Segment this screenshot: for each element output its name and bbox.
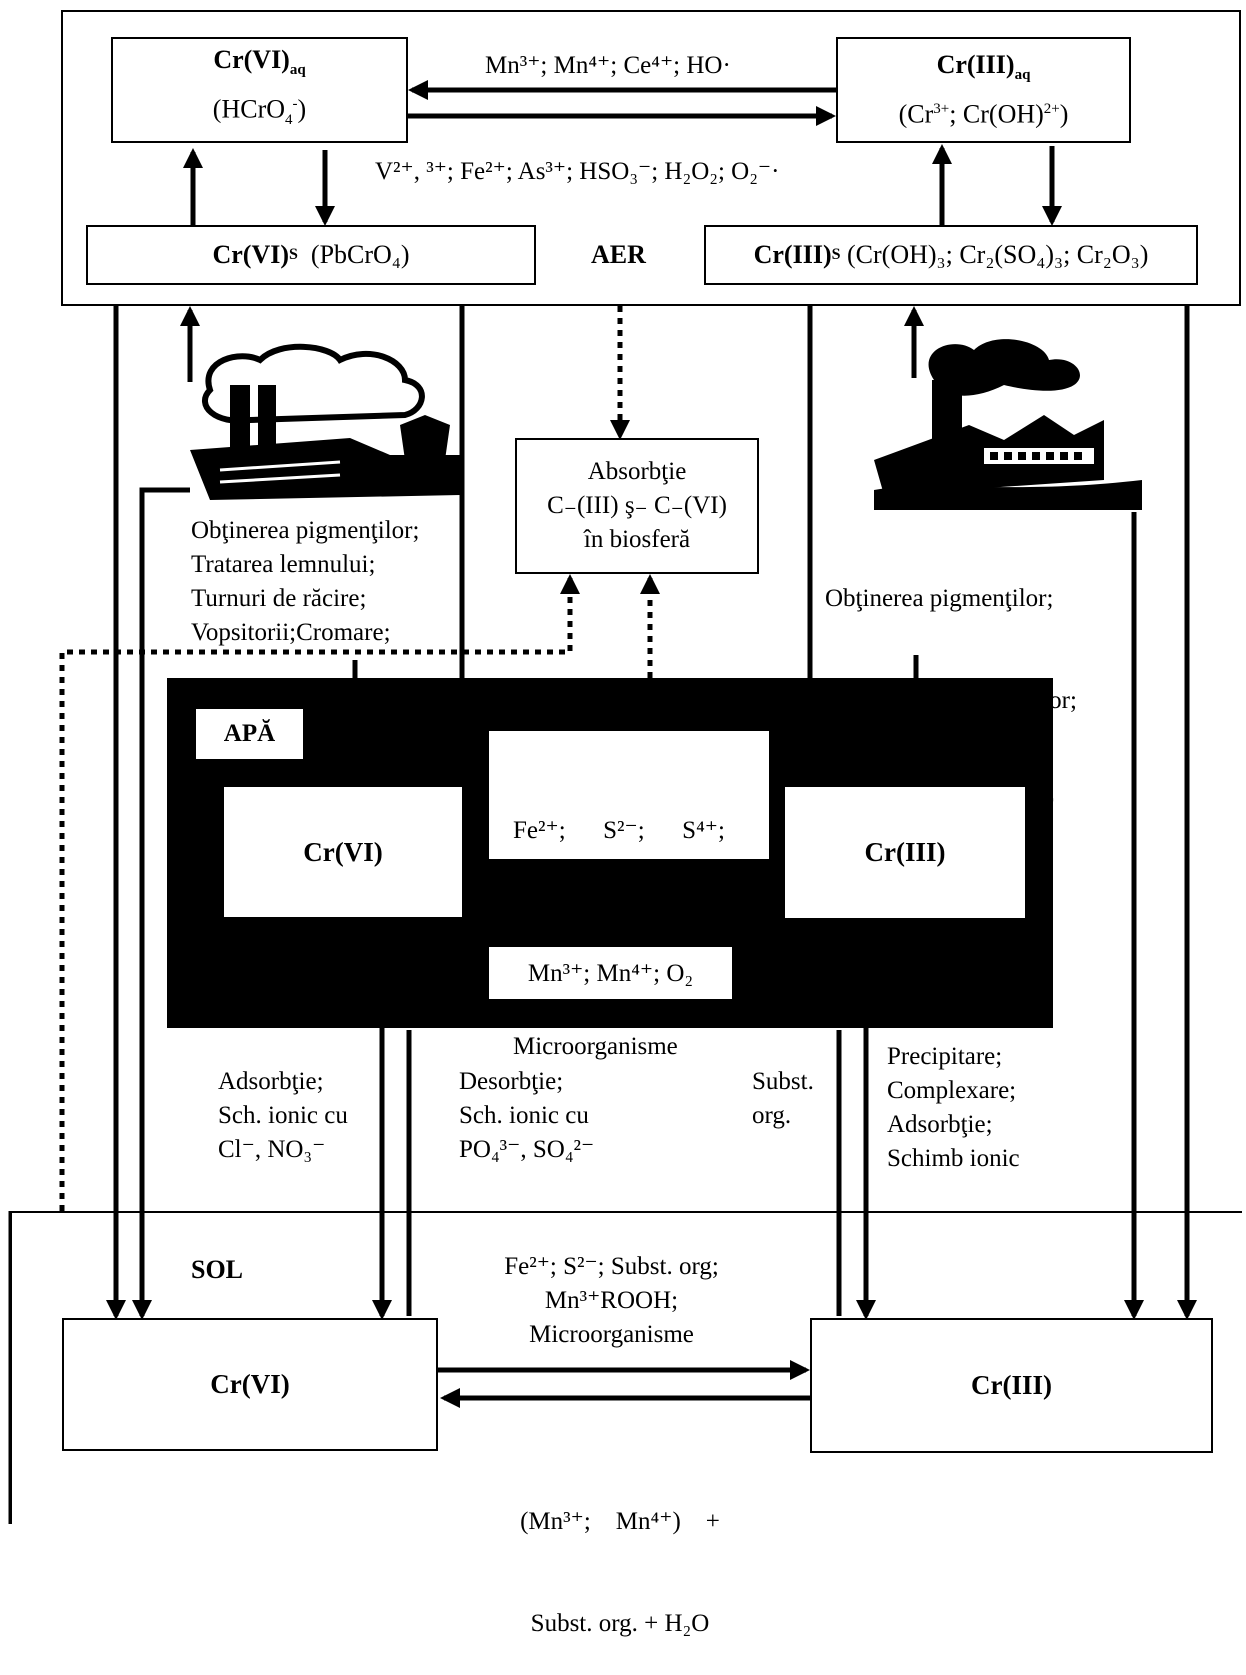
list-item: Complexare; [887,1077,1017,1104]
cr3-aq-box: Cr(III)aq (Cr3+; Cr(OH)2+) [836,37,1131,143]
list-item: Microorganisme [513,1033,678,1060]
list-item: (Mn³⁺; Mn⁴⁺) + [520,1508,720,1535]
list-item: Prelucrarea minereurilor; [825,687,1077,714]
water-cr6-box: Cr(VI) [224,787,462,917]
right-factory-icon [874,339,1142,510]
cr6-aq-title: Cr(VI) [213,44,290,74]
cr3-aq-sub: aq [1014,67,1031,84]
list-item: Fe²⁺; S²⁻; Subst. org; [504,1253,719,1280]
cr6-solid-formula: (PbCrO₄) [310,240,410,269]
soil-oxidants-text: (Mn³⁺; Mn⁴⁺) + Subst. org. + H₂O [480,1437,760,1675]
list-item: org. [752,1102,792,1129]
left-factory-icon [190,343,460,500]
list-item: Precipitare; [887,1043,1003,1070]
biosphere-line-1: Absorbţie [587,458,687,485]
cr3-solid-box: Cr(III)S (Cr(OH)₃; Cr₂(SO₄)₃; Cr₂O₃) [704,225,1198,285]
cr6-aq-formula: (HCrO [212,94,286,124]
list-item: Tratarea lemnului; [191,551,376,578]
list-item: Mn³⁺ROOH; [544,1287,679,1314]
water-oxidants-box: Mn³⁺; Mn⁴⁺; O₂ [489,947,732,999]
list-item: Fe²⁺; S²⁻; S⁴⁺; [513,817,725,844]
list-item: Adsorbţie; [218,1068,324,1095]
list-item: Obţinerea pigmenţilor; [191,517,420,544]
soil-label: SOL [191,1255,244,1284]
soil-cr3-box: Cr(III) [810,1318,1213,1453]
list-item: Sch. ionic cu [459,1102,589,1129]
list-item: Vopsitorii;Cromare; [191,619,391,646]
cr3-aq-formula-a: (Cr [898,99,934,129]
list-item: Desorbţie; [459,1068,564,1095]
soil-cr6-label: Cr(VI) [210,1369,290,1399]
water-reductants-box: Fe²⁺; S²⁻; S⁴⁺; H₂O₂; Subst. org.; Micro… [489,731,769,1060]
air-oxidants-label: Mn³⁺; Mn⁴⁺; Ce⁴⁺; HO· [485,52,731,79]
biosphere-line-3: în biosferă [583,526,691,553]
cr6-solid-label: Cr(VI) [212,240,289,269]
list-item: Cl⁻, NO₃⁻ [218,1136,326,1163]
soil-cr6-box: Cr(VI) [62,1318,438,1451]
transfer-right-text: Precipitare; Complexare; Adsorbţie; Schi… [887,1040,1020,1176]
biosphere-line-2: C₋(III) ş₋ C₋(VI) [547,492,727,519]
list-item: Schimb ionic [887,1145,1020,1172]
cr3-solid-sub: S [831,246,841,263]
transfer-org-text: Subst. org. [752,1065,814,1133]
cr6-aq-box: Cr(VI)aq (HCrO4-) [111,37,408,143]
cr6-solid-box: Cr(VI)S (PbCrO₄) [86,225,536,285]
water-oxidants-label: Mn³⁺; Mn⁴⁺; O₂ [527,960,694,987]
air-label: AER [591,240,646,269]
transfer-left-text: Adsorbţie; Sch. ionic cu Cl⁻, NO₃⁻ [218,1065,348,1167]
list-item: Subst. [752,1068,814,1095]
soil-cr3-label: Cr(III) [971,1370,1052,1400]
flow-arrows [8,80,1197,1524]
list-item: Sch. ionic cu [218,1102,348,1129]
water-cr3-label: Cr(III) [864,837,946,867]
cr3-aq-formula-b: ; Cr(OH) [949,99,1044,129]
transfer-middle-text: Desorbţie; Sch. ionic cu PO₄³⁻, SO₄²⁻ [459,1065,594,1167]
list-item: Obţinerea pigmenţilor; [825,585,1054,612]
biosphere-box: Absorbţie C₋(III) ş₋ C₋(VI) în biosferă [515,438,759,574]
list-item: Subst. org. + H₂O [530,1610,710,1637]
list-item: Adsorbţie; [887,1111,993,1138]
list-item: Turnuri de răcire; [191,585,367,612]
water-cr6-label: Cr(VI) [303,836,383,867]
sources-left-list: Obţinerea pigmenţilor; Tratarea lemnului… [191,514,419,650]
water-cr3-box: Cr(III) [785,787,1025,918]
cr3-solid-label: Cr(III) [753,240,832,269]
water-label: APĂ [196,709,303,759]
cr3-aq-title: Cr(III) [936,50,1015,80]
list-item: Microorganisme [529,1321,694,1348]
cr3-solid-formula: (Cr(OH)₃; Cr₂(SO₄)₃; Cr₂O₃) [847,240,1149,269]
list-item: PO₄³⁻, SO₄²⁻ [459,1136,595,1163]
air-reductants-label: V²⁺, ³⁺; Fe²⁺; As³⁺; HSO₃⁻; H₂O₂; O₂⁻· [375,158,780,185]
cr6-solid-sub: S [289,246,298,263]
cr6-aq-sub: aq [289,62,306,79]
soil-reductants-text: Fe²⁺; S²⁻; Subst. org; Mn³⁺ROOH; Microor… [470,1250,753,1352]
